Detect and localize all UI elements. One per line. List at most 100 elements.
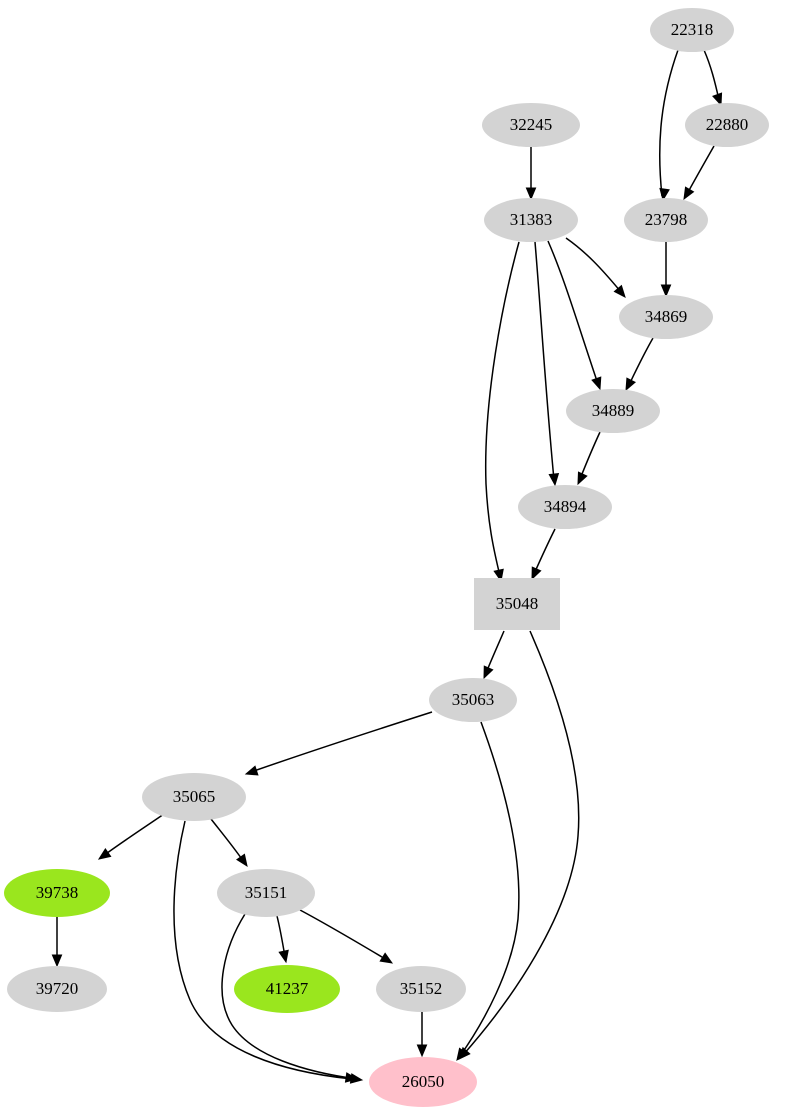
- edge-line: [485, 630, 505, 674]
- edge-39738-to-39720: [51, 917, 63, 968]
- arrowhead-icon: [712, 92, 723, 107]
- edge-35151-to-26050: [221, 913, 364, 1084]
- arrowhead-icon: [613, 284, 626, 298]
- arrowhead-icon: [659, 187, 670, 202]
- edge-line: [221, 913, 358, 1080]
- graph-node-31383[interactable]: 31383: [484, 198, 578, 242]
- edge-line: [534, 241, 555, 481]
- edge-22318-to-23798: [658, 49, 679, 202]
- node-ellipse-shape[interactable]: [566, 389, 660, 433]
- edge-line: [173, 820, 353, 1080]
- graph-node-35065[interactable]: 35065: [142, 773, 246, 821]
- edge-line: [459, 721, 520, 1057]
- graph-node-34869[interactable]: 34869: [619, 295, 713, 339]
- edge-34889-to-34894: [577, 431, 601, 486]
- graph-node-22880[interactable]: 22880: [685, 103, 769, 147]
- node-box-shape[interactable]: [474, 578, 560, 630]
- edge-line: [658, 49, 679, 197]
- arrowhead-icon: [548, 473, 560, 487]
- arrowhead-icon: [416, 1044, 428, 1058]
- edge-32245-to-31383: [525, 147, 537, 201]
- node-ellipse-shape[interactable]: [518, 485, 612, 529]
- edge-31383-to-35048: [484, 241, 520, 583]
- graph-node-39738[interactable]: 39738: [4, 869, 110, 917]
- edge-35063-to-35065: [244, 711, 433, 776]
- node-ellipse-shape[interactable]: [624, 198, 708, 242]
- edge-35065-to-35151: [210, 818, 248, 868]
- graph-node-41237[interactable]: 41237: [234, 965, 340, 1013]
- edge-line: [686, 145, 715, 195]
- arrowhead-icon: [278, 949, 289, 964]
- edge-line: [102, 813, 165, 857]
- arrowhead-icon: [531, 566, 542, 581]
- arrowhead-icon: [244, 765, 259, 776]
- edge-line: [579, 431, 601, 480]
- node-ellipse-shape[interactable]: [685, 103, 769, 147]
- edge-35151-to-41237: [276, 915, 289, 964]
- edge-35063-to-26050: [456, 721, 520, 1062]
- node-ellipse-shape[interactable]: [369, 1057, 477, 1107]
- edge-line: [628, 337, 654, 386]
- graph-node-23798[interactable]: 23798: [624, 198, 708, 242]
- edge-35048-to-35063: [483, 630, 505, 680]
- edges-layer: [51, 49, 723, 1084]
- node-ellipse-shape[interactable]: [7, 966, 107, 1012]
- edge-35151-to-35152: [299, 909, 394, 964]
- edge-23798-to-34869: [660, 242, 672, 298]
- graph-node-35151[interactable]: 35151: [217, 869, 315, 917]
- node-ellipse-shape[interactable]: [484, 198, 578, 242]
- node-ellipse-shape[interactable]: [142, 773, 246, 821]
- edge-22880-to-23798: [683, 145, 715, 201]
- edge-line: [484, 241, 520, 577]
- arrowhead-icon: [591, 376, 602, 391]
- edge-line: [565, 237, 622, 293]
- graph-node-26050[interactable]: 26050: [369, 1057, 477, 1107]
- nodes-layer: 22318 22880 23798 32245 31383 34869 34889 34894…: [4, 8, 769, 1107]
- arrowhead-icon: [97, 848, 112, 860]
- arrowhead-icon: [51, 954, 63, 968]
- node-ellipse-shape[interactable]: [429, 678, 517, 722]
- edge-line: [210, 818, 245, 863]
- edge-line: [250, 711, 433, 773]
- arrowhead-icon: [525, 187, 537, 201]
- arrowhead-icon: [236, 853, 248, 868]
- edge-line: [547, 240, 599, 385]
- node-ellipse-shape[interactable]: [619, 295, 713, 339]
- edge-line: [533, 528, 556, 575]
- arrowhead-icon: [483, 665, 494, 680]
- graph-node-35152[interactable]: 35152: [376, 966, 466, 1012]
- edge-line: [462, 630, 580, 1056]
- arrowhead-icon: [349, 1073, 364, 1084]
- node-ellipse-shape[interactable]: [650, 8, 734, 52]
- graph-node-35048[interactable]: 35048: [474, 578, 560, 630]
- graph-node-22318[interactable]: 22318: [650, 8, 734, 52]
- graph-node-32245[interactable]: 32245: [482, 103, 580, 147]
- arrowhead-icon: [683, 186, 695, 201]
- edge-35152-to-26050: [416, 1012, 428, 1058]
- graph-node-39720[interactable]: 39720: [7, 966, 107, 1012]
- edge-22318-to-22880: [703, 49, 723, 107]
- graph-node-34889[interactable]: 34889: [566, 389, 660, 433]
- graph-node-34894[interactable]: 34894: [518, 485, 612, 529]
- node-ellipse-shape[interactable]: [482, 103, 580, 147]
- edge-31383-to-34869: [565, 237, 626, 298]
- arrowhead-icon: [456, 1047, 468, 1062]
- edge-31383-to-34889: [547, 240, 602, 391]
- edge-35065-to-39738: [97, 813, 165, 860]
- graph-node-35063[interactable]: 35063: [429, 678, 517, 722]
- edge-line: [299, 909, 388, 961]
- edge-31383-to-34894: [534, 241, 560, 487]
- edge-line: [703, 49, 720, 101]
- arrowhead-icon: [625, 377, 636, 392]
- edge-35065-to-26050: [173, 820, 359, 1083]
- arrowhead-icon: [577, 471, 588, 486]
- node-ellipse-shape[interactable]: [234, 965, 340, 1013]
- node-ellipse-shape[interactable]: [4, 869, 110, 917]
- arrowhead-icon: [379, 952, 394, 964]
- edge-34869-to-34889: [625, 337, 654, 392]
- node-ellipse-shape[interactable]: [217, 869, 315, 917]
- node-ellipse-shape[interactable]: [376, 966, 466, 1012]
- edge-34894-to-35048: [531, 528, 556, 581]
